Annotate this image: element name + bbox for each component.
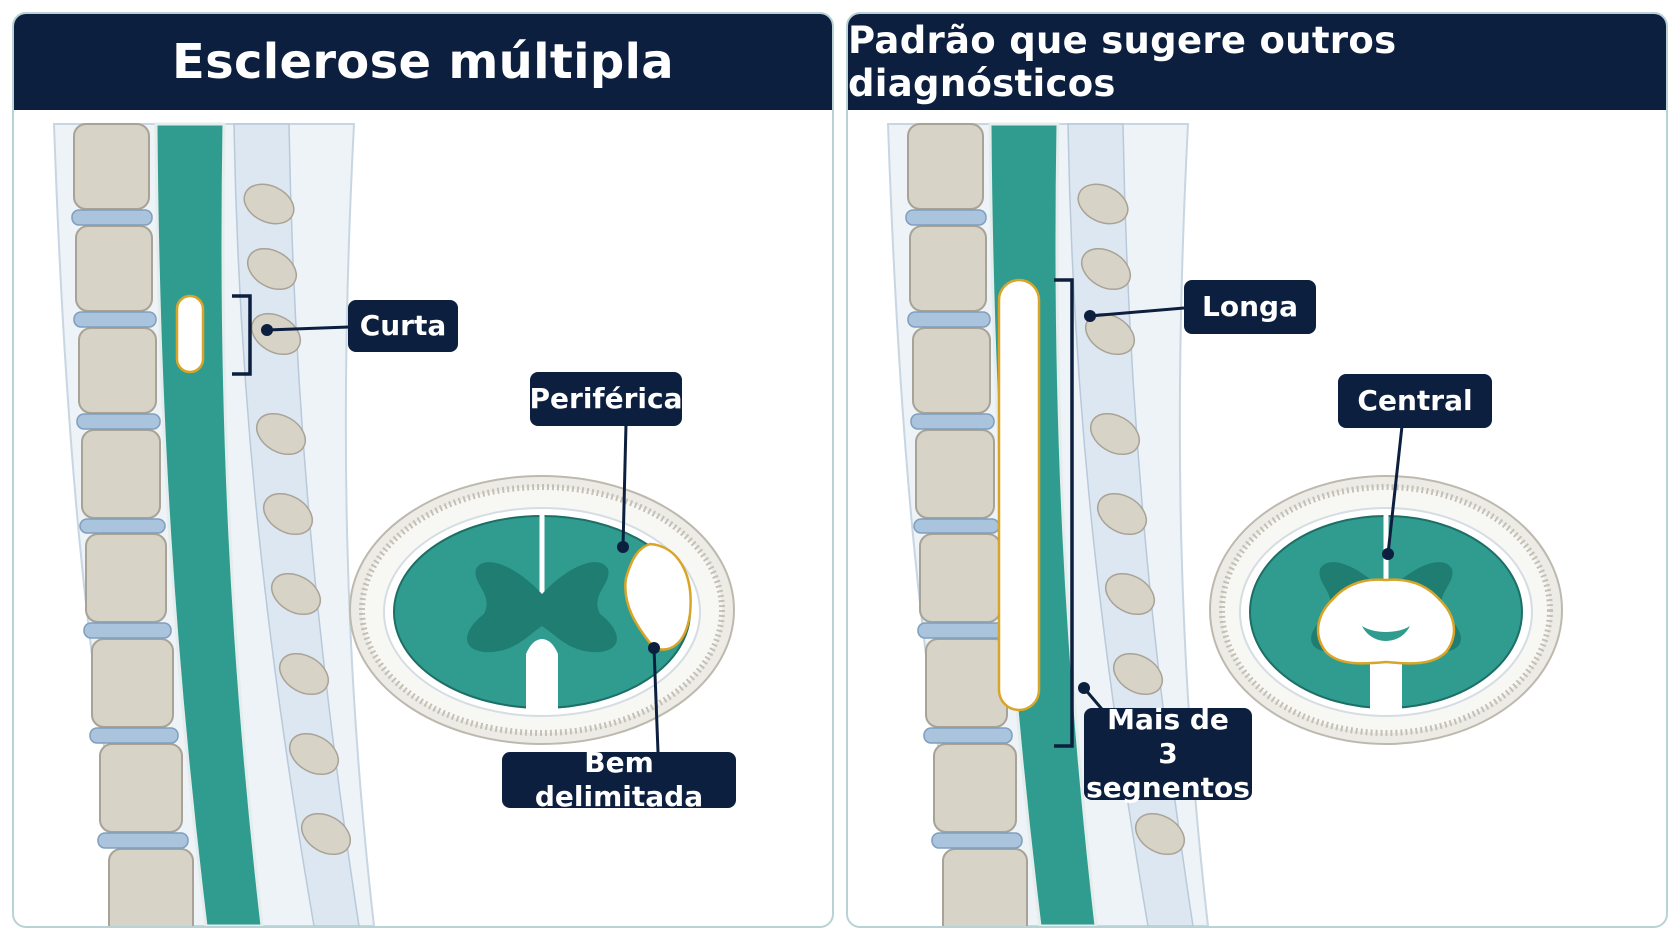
callout-line xyxy=(1089,306,1185,318)
axial-section-ms xyxy=(349,475,735,745)
panel-title: Padrão que sugere outros diagnósticos xyxy=(848,14,1666,110)
label-short: Curta xyxy=(348,300,458,352)
lesion-length-bracket xyxy=(1054,278,1074,748)
lesion-length-bracket xyxy=(232,294,252,376)
callout-line xyxy=(1386,425,1404,555)
label-well-defined: Bem delimitada xyxy=(502,746,736,813)
gray-matter-butterfly xyxy=(467,562,617,653)
label-peripheral: Periférica xyxy=(530,372,683,426)
intervertebral-discs xyxy=(905,209,1023,849)
callout-line xyxy=(266,325,350,332)
sagittal-spine-other xyxy=(886,122,1210,926)
intervertebral-discs xyxy=(71,209,189,849)
callout-line xyxy=(652,647,660,753)
posterior-processes xyxy=(243,183,351,856)
sagittal-spine-ms xyxy=(52,122,376,926)
panel-other-diagnoses: Padrão que sugere outros diagnósticos Lo… xyxy=(846,12,1668,928)
vertebral-bodies xyxy=(73,123,194,926)
axial-section-other xyxy=(1209,475,1563,745)
panel-title: Esclerose múltipla xyxy=(14,14,832,110)
label-more-than-3-segments: Mais de 3 segnentos xyxy=(1084,703,1252,804)
illustration-other-diagnoses xyxy=(886,122,1563,926)
lesion-central-axial xyxy=(1316,578,1456,665)
lesion-long-sagittal xyxy=(997,278,1041,712)
label-extent-line2: 3 segnentos xyxy=(1086,736,1250,805)
label-extent-line1: Mais de xyxy=(1107,702,1229,736)
panel-multiple-sclerosis: Esclerose múltipla Curta Periférica Bem … xyxy=(12,12,834,928)
illustration-ms xyxy=(52,122,735,926)
label-long: Longa xyxy=(1184,280,1316,334)
label-central: Central xyxy=(1338,374,1492,428)
callout-line xyxy=(621,423,628,548)
lesion-short-sagittal xyxy=(175,294,205,374)
